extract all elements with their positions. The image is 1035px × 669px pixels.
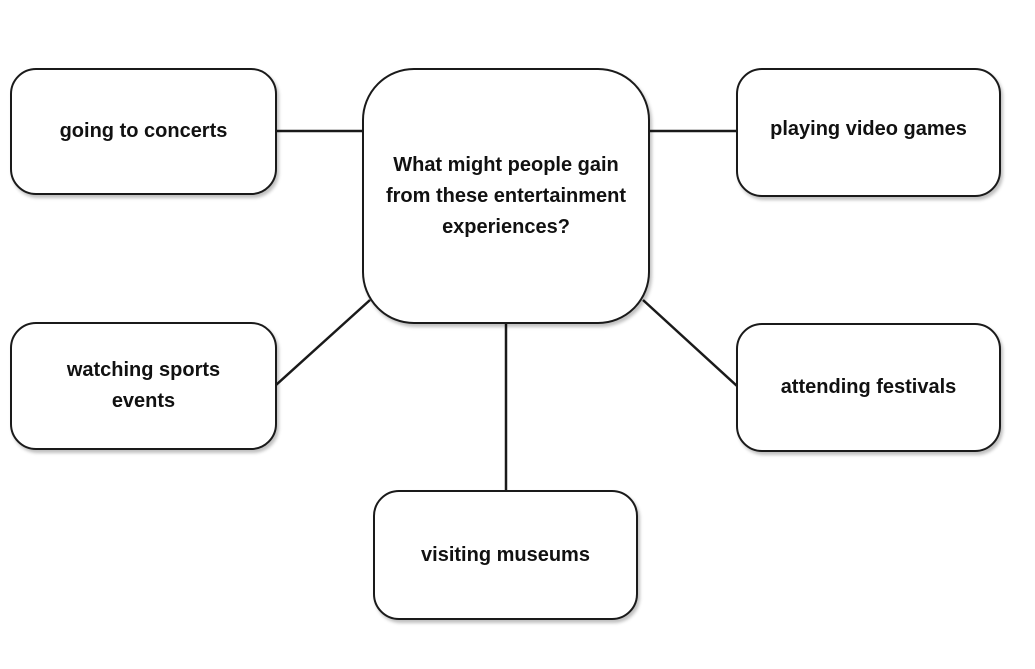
central-question-text: What might people gain from these entert… [385,153,627,238]
node-museums: visiting museums [373,490,638,620]
node-sports: watching sports events [10,322,277,450]
node-festivals: attending festivals [736,323,1001,452]
node-video-games: playing video games [736,68,1001,197]
node-concerts: going to concerts [10,68,277,195]
node-label: going to concerts [59,120,228,142]
node-label: attending festivals [780,376,957,398]
line-festivals [642,299,738,387]
central-question: What might people gain from these entert… [362,68,650,324]
node-label: playing video games [770,118,967,140]
line-sports [275,299,371,386]
node-label: visiting museums [421,543,590,566]
node-label: watching sports events [66,359,221,412]
